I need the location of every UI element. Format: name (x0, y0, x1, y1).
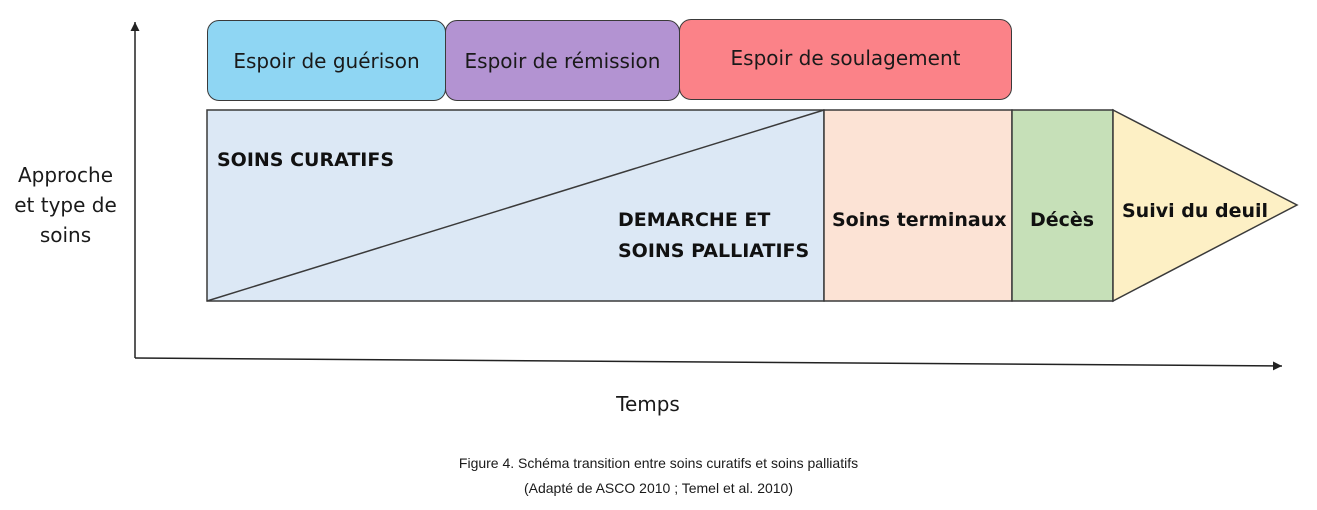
palliative-care-label: DEMARCHE ET SOINS PALLIATIFS (618, 205, 809, 267)
hope-cure-label: Espoir de guérison (233, 48, 420, 73)
hope-remission-label: Espoir de rémission (464, 48, 661, 73)
y-axis-label: Approche et type de soins (14, 163, 117, 247)
terminal-care-box (823, 109, 1013, 302)
death-label: Décès (1030, 209, 1095, 231)
terminal-care-label: Soins terminaux (832, 209, 1007, 231)
palliative-label-line2: SOINS PALLIATIFS (618, 240, 810, 262)
figure-caption: Figure 4. Schéma transition entre soins … (458, 455, 859, 471)
grief-followup-arrow (1112, 108, 1299, 303)
palliative-label-line1: DEMARCHE ET (618, 209, 771, 231)
figure-source: (Adapté de ASCO 2010 ; Temel et al. 2010… (523, 480, 794, 496)
hope-relief-box: Espoir de soulagement (679, 19, 1012, 100)
x-axis-label: Temps (616, 392, 680, 416)
curative-care-label: SOINS CURATIFS (217, 149, 395, 171)
hope-relief-label: Espoir de soulagement (730, 46, 961, 70)
grief-followup-label: Suivi du deuil (1122, 200, 1269, 222)
hope-cure-box: Espoir de guérison (207, 20, 446, 101)
hope-remission-box: Espoir de rémission (445, 20, 680, 101)
x-axis (134, 357, 1283, 371)
transition-diagonal (206, 109, 825, 302)
death-box (1011, 109, 1114, 302)
